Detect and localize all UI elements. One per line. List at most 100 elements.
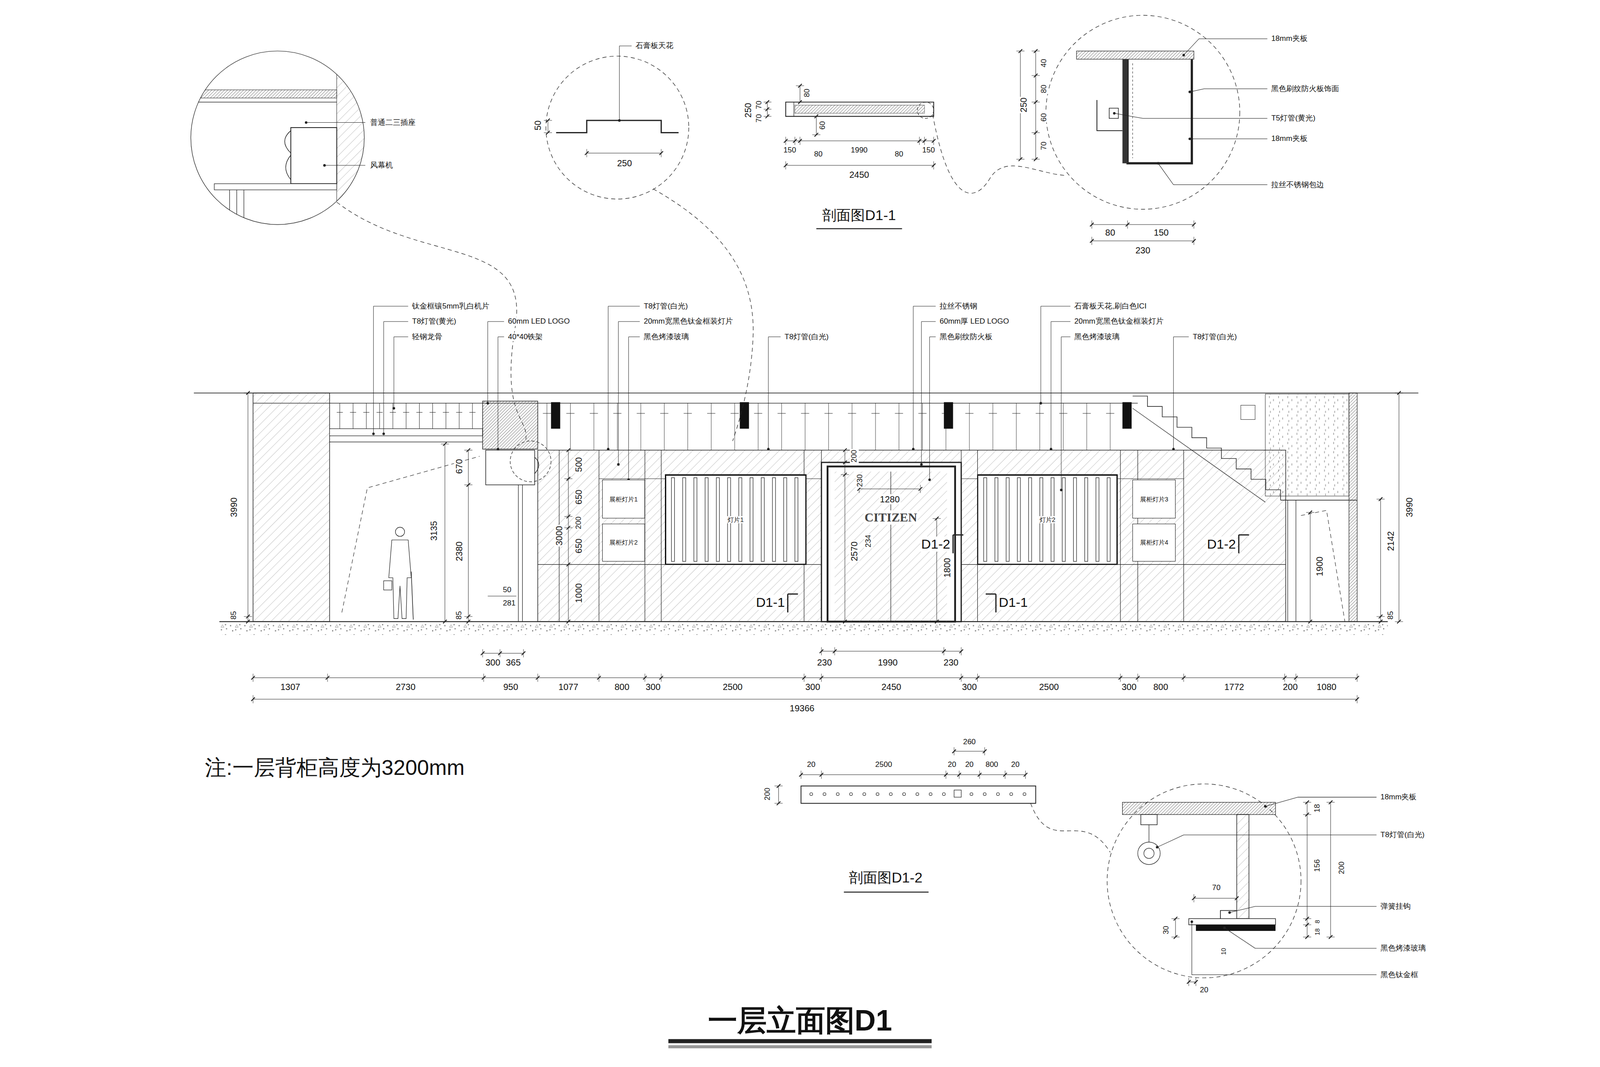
leader-line bbox=[768, 336, 769, 450]
dimension-tick bbox=[566, 562, 571, 567]
detail-link bbox=[932, 114, 1067, 194]
dimension-tick bbox=[843, 448, 847, 452]
dimension-tick bbox=[935, 516, 939, 520]
dimension-line bbox=[468, 450, 469, 622]
callout-label: 风幕机 bbox=[369, 160, 394, 170]
leader-dot bbox=[920, 463, 923, 466]
hanger-clip bbox=[613, 412, 622, 414]
leader-line bbox=[618, 321, 619, 464]
leader-dot bbox=[496, 448, 500, 451]
ceiling-board bbox=[214, 183, 337, 190]
dimension-tick bbox=[843, 619, 847, 624]
dimension-tick bbox=[832, 649, 837, 653]
dimension-text: 3135 bbox=[428, 520, 439, 542]
hanger-clip bbox=[636, 412, 645, 414]
light-slat bbox=[750, 477, 754, 561]
detail-circle bbox=[190, 51, 364, 225]
dimension-line bbox=[482, 652, 524, 654]
person-head bbox=[395, 527, 405, 537]
section-title: D1-1 bbox=[755, 594, 786, 610]
hanger-rod bbox=[617, 403, 618, 451]
dimension-line bbox=[252, 698, 1357, 700]
dimension-text: 2500 bbox=[721, 681, 744, 692]
dimension-tick bbox=[1194, 980, 1198, 984]
callout-label: 60mm LED LOGO bbox=[507, 316, 571, 326]
leader-line bbox=[1158, 163, 1268, 185]
light-panel: 灯片1 bbox=[665, 474, 807, 565]
hanger-clip bbox=[988, 412, 997, 414]
dimension-line bbox=[247, 392, 248, 622]
dimension-text: 18 bbox=[1312, 803, 1322, 814]
hanger-clip bbox=[1012, 412, 1021, 414]
hanger-clip bbox=[350, 412, 357, 413]
dimension-text: 80 bbox=[893, 149, 904, 159]
hanger-clip bbox=[416, 412, 423, 413]
hanger-clip bbox=[336, 412, 344, 413]
pillar-line bbox=[518, 484, 519, 622]
leader-line bbox=[929, 336, 936, 337]
section-title: D1-1 bbox=[997, 594, 1029, 610]
frame-line bbox=[236, 189, 237, 245]
dimension-text: 156 bbox=[1312, 858, 1322, 873]
titanium-frame bbox=[1188, 918, 1276, 925]
leader-line bbox=[608, 306, 609, 449]
hanger-clip bbox=[456, 412, 463, 413]
dimension-tick bbox=[659, 151, 664, 155]
dimension-line bbox=[568, 450, 569, 622]
lamp-hole bbox=[902, 792, 906, 796]
plywood-board bbox=[1236, 814, 1250, 919]
dimension-tick bbox=[521, 651, 526, 655]
dimension-tick bbox=[1090, 239, 1094, 243]
leader-line bbox=[1173, 336, 1189, 337]
inner-line bbox=[1132, 63, 1133, 159]
dimension-tick bbox=[1033, 157, 1038, 161]
dimension-text: 365 bbox=[504, 657, 522, 668]
dimension-tick bbox=[798, 84, 802, 88]
logo-text: CITIZEN bbox=[863, 510, 918, 525]
dimension-tick bbox=[466, 619, 471, 624]
callout-label: 石膏板天花,刷白色ICI bbox=[1073, 301, 1148, 311]
hanger-clip bbox=[403, 412, 410, 413]
leader-line bbox=[497, 336, 504, 337]
hanger-rod bbox=[664, 403, 665, 451]
light-slat bbox=[682, 477, 686, 561]
socket-arc bbox=[284, 130, 292, 154]
leader-line bbox=[487, 321, 504, 322]
dimension-text: 2500 bbox=[1038, 681, 1060, 692]
dimension-text: 70 bbox=[754, 113, 764, 124]
panel-joint bbox=[598, 450, 600, 622]
dimension-tick bbox=[1003, 772, 1007, 776]
dimension-tick bbox=[480, 651, 485, 655]
leader-dot bbox=[1182, 54, 1185, 57]
dimension-text: 1990 bbox=[849, 145, 869, 155]
dimension-tick bbox=[776, 784, 781, 788]
dimension-text: 230 bbox=[942, 657, 960, 668]
callout-label: 黑色刷纹防火板 bbox=[938, 332, 994, 342]
dimension-line bbox=[1307, 802, 1308, 937]
hanger-rod bbox=[898, 403, 900, 451]
hanger-clip bbox=[730, 412, 739, 414]
callout-label: 18mm夹板 bbox=[1379, 792, 1418, 802]
leader-line bbox=[619, 45, 632, 47]
dimension-line bbox=[252, 677, 1357, 678]
dimension-text: 3990 bbox=[228, 496, 239, 519]
dimension-text: 800 bbox=[984, 760, 999, 769]
dimension-text: 8 bbox=[1313, 918, 1321, 924]
hanger-rod bbox=[339, 403, 340, 429]
leader-line bbox=[1229, 906, 1377, 913]
frame-line bbox=[229, 189, 230, 245]
light-slat bbox=[1073, 477, 1077, 561]
detail-circle bbox=[545, 56, 689, 199]
dimension-text: 950 bbox=[502, 681, 519, 692]
air-curtain bbox=[290, 127, 337, 184]
panel-label: 展柜灯片1 bbox=[608, 495, 639, 503]
callout-label: 40*40铁架 bbox=[507, 332, 544, 342]
callout-label: 黑色烤漆玻璃 bbox=[1073, 332, 1121, 342]
dimension-tick bbox=[952, 749, 956, 753]
dimension-text: 230 bbox=[1134, 244, 1152, 256]
dimension-text: 500 bbox=[573, 456, 584, 473]
dimension-tick bbox=[1397, 391, 1401, 395]
drawing-scale bbox=[183, 15, 1419, 1048]
hanger-rod bbox=[472, 403, 473, 429]
ground-fill bbox=[219, 621, 1388, 635]
